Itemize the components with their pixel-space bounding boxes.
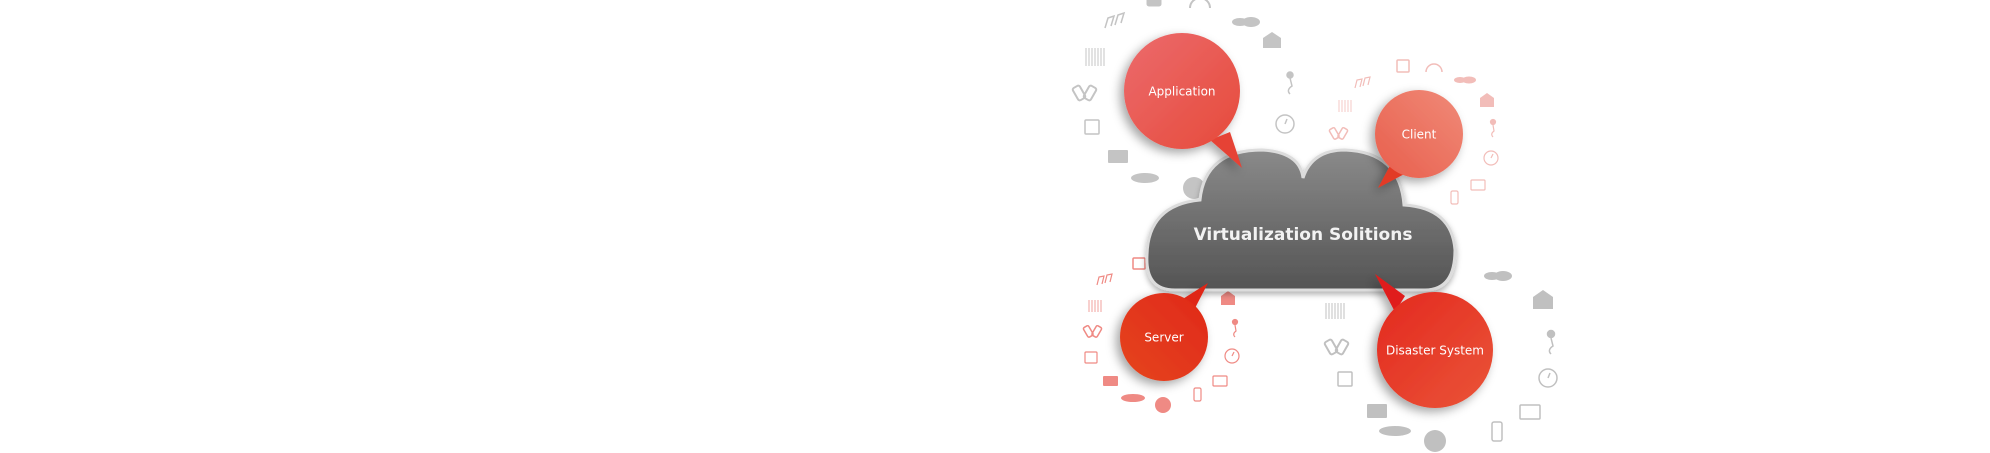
center-cloud-label: Virtualization Solitions: [1194, 225, 1413, 245]
node-client-bubble: [1375, 90, 1463, 178]
microphone-icon: [1489, 118, 1497, 138]
equalizer-icon: [1325, 303, 1345, 319]
monitor-icon: [1084, 119, 1100, 135]
monitor-icon: [1084, 351, 1098, 364]
music-note-icon: [1354, 76, 1371, 89]
chat-bubbles-icon: [1484, 271, 1512, 281]
node-client-label: Client: [1402, 128, 1437, 142]
tv-icon: [1396, 59, 1410, 73]
monitor-icon: [1212, 375, 1228, 387]
speaker-icon: [1155, 397, 1171, 413]
clock-icon: [1275, 114, 1295, 134]
icon-ring-application: [1071, 0, 1295, 199]
node-client: Client: [1375, 90, 1463, 188]
clock-icon: [1538, 368, 1558, 388]
envelope-icon: [1108, 150, 1128, 163]
icon-ring-disaster-system: [1323, 271, 1558, 452]
node-disaster-system-label: Disaster System: [1386, 344, 1484, 358]
microphone-icon: [1231, 318, 1239, 338]
node-disaster-system-tail: [1375, 274, 1405, 312]
headphones-icon: [1189, 0, 1211, 9]
node-application-bubble: [1124, 33, 1240, 149]
microphone-icon: [1286, 71, 1294, 95]
music-note-icon: [1096, 273, 1113, 286]
node-server-label: Server: [1144, 331, 1183, 345]
envelope-open-icon: [1533, 290, 1553, 309]
envelope-open-icon: [1263, 32, 1281, 48]
node-server: Server: [1120, 283, 1208, 381]
monitor-icon: [1519, 404, 1541, 420]
phones-icon: [1328, 126, 1349, 140]
node-disaster-system: Disaster System: [1375, 274, 1493, 408]
chat-bubbles-icon: [1454, 76, 1476, 84]
icon-ring-client: [1328, 59, 1499, 205]
equalizer-icon: [1088, 300, 1102, 312]
tv-icon: [1146, 0, 1162, 7]
envelope-icon: [1103, 376, 1118, 386]
phones-icon: [1323, 338, 1350, 356]
clock-icon: [1224, 348, 1240, 364]
monitor-icon: [1337, 371, 1353, 387]
headphones-icon: [1425, 63, 1443, 73]
clock-icon: [1483, 150, 1499, 166]
mobile-phone-icon: [1491, 421, 1503, 442]
speech-bubble-icon: [1131, 173, 1159, 183]
center-cloud: Virtualization Solitions: [1145, 148, 1457, 292]
envelope-open-icon: [1480, 93, 1494, 107]
node-disaster-system-bubble: [1377, 292, 1493, 408]
speech-bubble-icon: [1121, 394, 1145, 402]
speaker-icon: [1424, 430, 1446, 452]
phones-icon: [1071, 84, 1098, 102]
monitor-icon: [1470, 179, 1486, 191]
cloud-shape: [1145, 148, 1457, 292]
phones-icon: [1082, 324, 1103, 338]
envelope-open-icon: [1221, 291, 1235, 305]
node-application-label: Application: [1148, 85, 1215, 99]
envelope-icon: [1367, 404, 1387, 418]
equalizer-icon: [1085, 48, 1105, 66]
microphone-icon: [1546, 329, 1556, 355]
equalizer-icon: [1338, 100, 1352, 112]
speech-bubble-icon: [1379, 426, 1411, 436]
node-application: Application: [1124, 33, 1242, 168]
mobile-phone-icon: [1450, 190, 1459, 205]
mobile-phone-icon: [1193, 387, 1202, 402]
music-note-icon: [1104, 11, 1126, 29]
icon-ring-server: [1082, 257, 1240, 413]
node-server-bubble: [1120, 293, 1208, 381]
chat-bubbles-icon: [1232, 17, 1260, 27]
tv-icon: [1132, 257, 1146, 270]
node-application-tail: [1210, 132, 1242, 168]
